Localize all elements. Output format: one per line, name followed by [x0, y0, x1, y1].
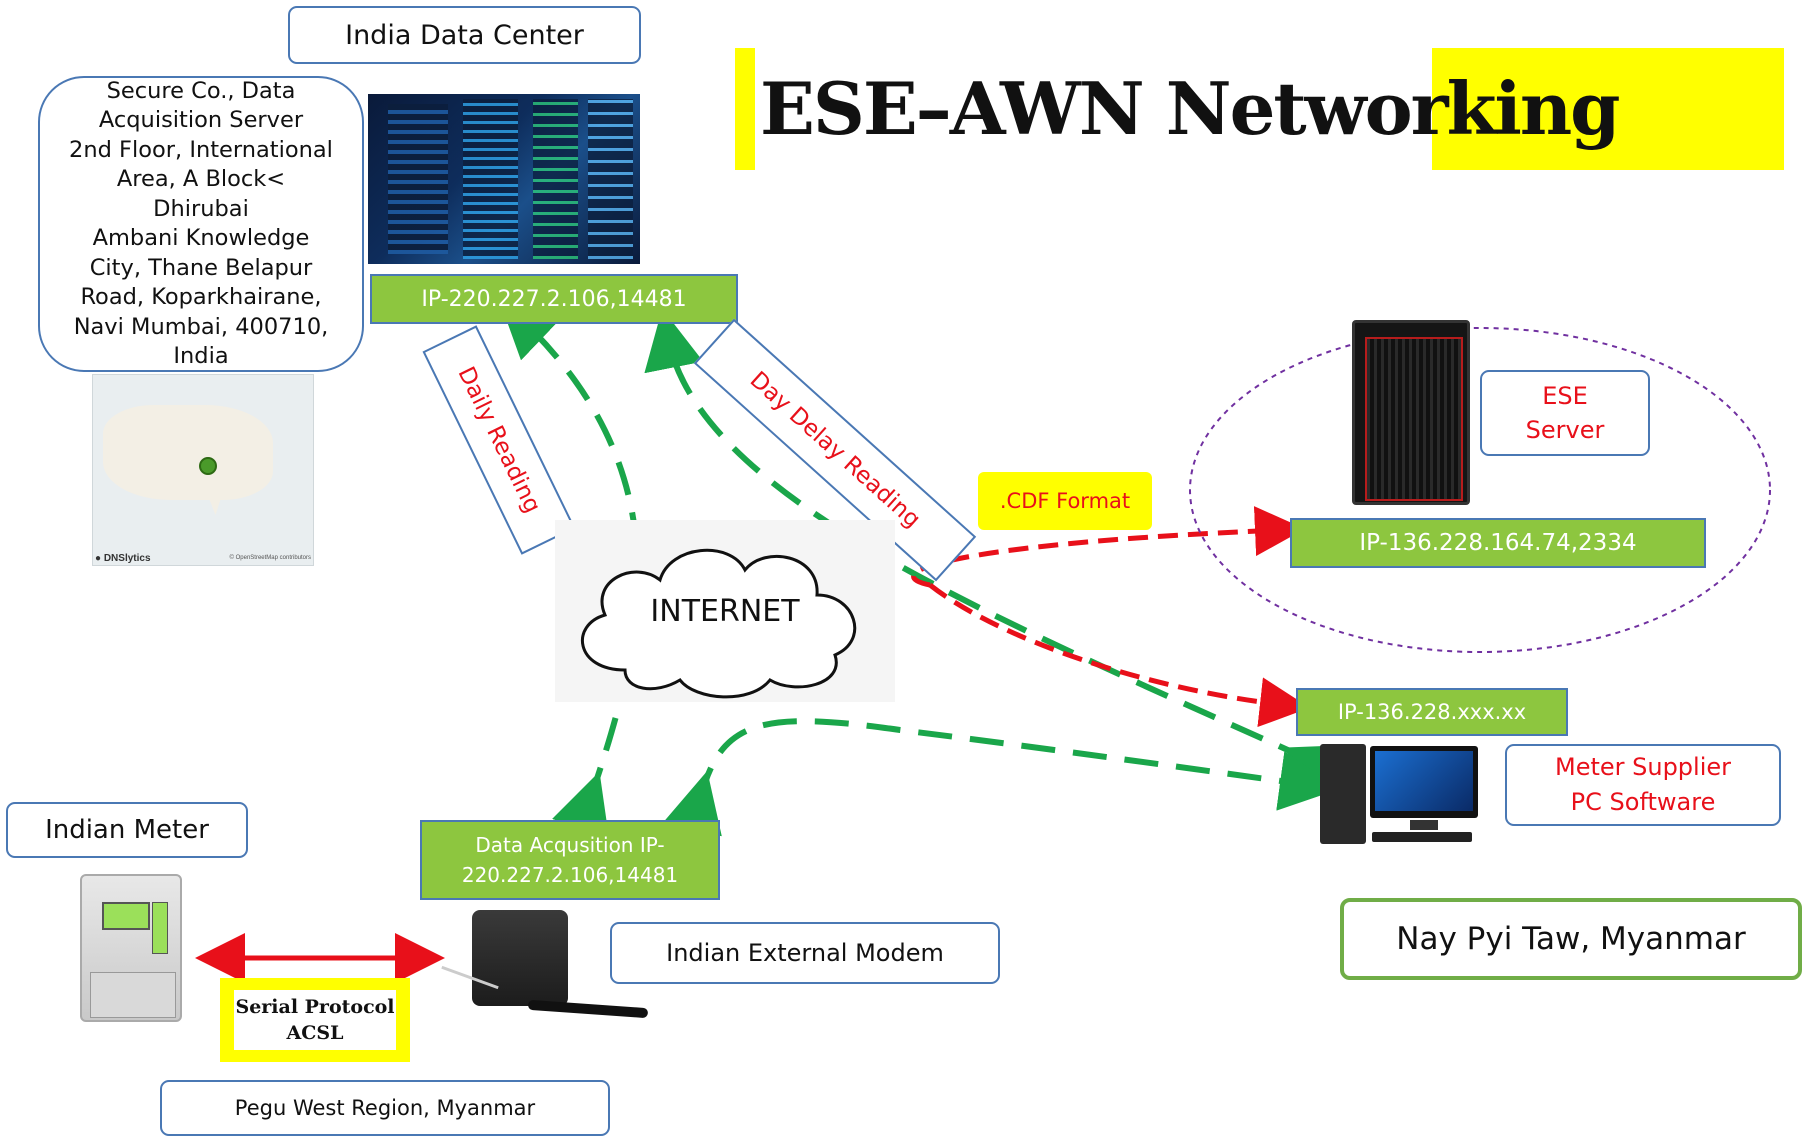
address-line: Ambani Knowledge: [92, 225, 310, 251]
india-data-center-label: India Data Center: [288, 6, 641, 64]
page-title: ESE–AWN Networking: [760, 65, 1621, 151]
meter-supplier-label: Meter Supplier PC Software: [1505, 744, 1781, 826]
modem-image: [440, 906, 650, 1026]
indian-meter-label: Indian Meter: [6, 802, 248, 858]
pegu-location-label: Pegu West Region, Myanmar: [160, 1080, 610, 1136]
title-accent-bar: [735, 48, 755, 170]
modem-label: Indian External Modem: [610, 922, 1000, 984]
map-credit: © OpenStreetMap contributors: [229, 555, 311, 561]
cdf-format-badge: .CDF Format: [978, 472, 1152, 530]
myanmar-location-label: Nay Pyi Taw, Myanmar: [1340, 898, 1802, 980]
meter-supplier-ip-text: IP-136.228.xxx.xx: [1337, 700, 1527, 724]
protocol-badge: Serial Protocol ACSL: [220, 978, 410, 1062]
ese-server-ip-text: IP-136.228.164.74,2334: [1359, 530, 1637, 556]
modem-ip: Data Acqusition IP- 220.227.2.106,14481: [420, 820, 720, 900]
address-line: City, Thane Belapur: [89, 254, 313, 281]
green-arrow-modem-to-dc: [498, 297, 641, 838]
address-line: 2nd Floor, International: [69, 136, 333, 163]
address-line: Road, Koparkhairane,: [80, 284, 322, 310]
ese-server-text-line2: Server: [1525, 416, 1605, 444]
india-data-center-text: India Data Center: [345, 19, 584, 51]
meter-supplier-text-line1: Meter Supplier: [1554, 753, 1732, 781]
map-credit-logo: ● DNSlytics: [95, 553, 151, 564]
ese-server-zone: [1189, 327, 1771, 653]
address-line: Secure Co., Data: [106, 77, 296, 104]
indian-meter-text: Indian Meter: [45, 815, 209, 845]
modem-label-text: Indian External Modem: [666, 939, 944, 967]
myanmar-location-text: Nay Pyi Taw, Myanmar: [1396, 921, 1746, 957]
pc-computer-image: [1320, 744, 1480, 850]
ese-server-rack-image: [1352, 320, 1470, 505]
protocol-text-line1: Serial Protocol: [235, 996, 395, 1018]
india-dc-ip-text: IP-220.227.2.106,14481: [421, 286, 687, 312]
ese-server-text-line1: ESE: [1542, 382, 1588, 410]
ese-server-label: ESE Server: [1480, 370, 1650, 456]
address-line: Area, A Block<: [116, 166, 286, 192]
data-center-server-image: [368, 94, 640, 264]
ese-server-ip: IP-136.228.164.74,2334: [1290, 518, 1706, 568]
green-arrow-modem-to-pc: [663, 718, 1340, 837]
cdf-format-text: .CDF Format: [999, 489, 1131, 513]
meter-supplier-ip: IP-136.228.xxx.xx: [1296, 688, 1568, 736]
india-dc-ip: IP-220.227.2.106,14481: [370, 274, 738, 324]
indian-meter-image: [80, 874, 182, 1022]
address-line: India: [173, 343, 229, 369]
title-accent-block: [1432, 48, 1784, 170]
internet-label: INTERNET: [650, 593, 800, 629]
internet-cloud: INTERNET: [555, 520, 895, 702]
red-arrow-to-supplier-ip: [928, 583, 1310, 728]
protocol-text-line2: ACSL: [286, 1022, 344, 1044]
india-location-map: ● DNSlytics © OpenStreetMap contributors: [92, 374, 314, 566]
map-pin-icon: [199, 457, 217, 475]
address-line: Navi Mumbai, 400710,: [73, 313, 329, 340]
meter-supplier-text-line2: PC Software: [1570, 788, 1716, 816]
cloud-icon: [580, 548, 857, 699]
address-box: Secure Co., Data Acquisition Server 2nd …: [38, 76, 364, 372]
pegu-location-text: Pegu West Region, Myanmar: [234, 1096, 536, 1120]
address-line: Dhirubai: [153, 195, 249, 222]
modem-ip-line1: Data Acqusition IP-: [475, 833, 665, 857]
modem-ip-line2: 220.227.2.106,14481: [461, 863, 679, 887]
address-line: Acquisition Server: [98, 107, 304, 133]
